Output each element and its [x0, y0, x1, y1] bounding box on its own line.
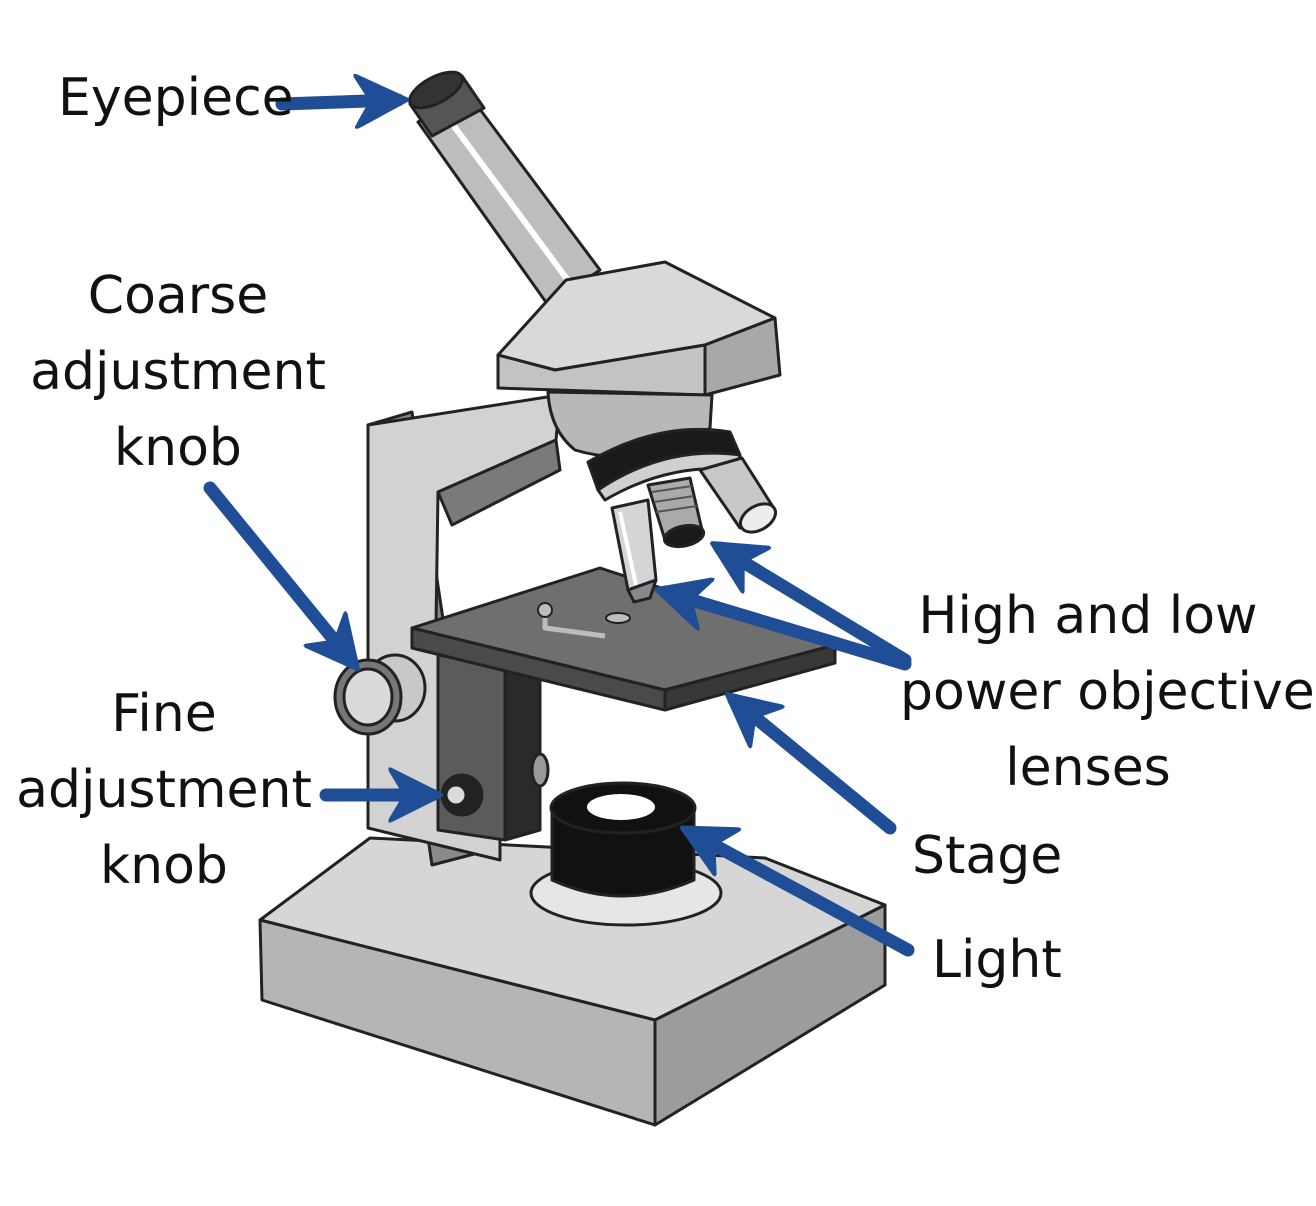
objective-left — [610, 498, 658, 604]
rear-knob — [530, 752, 550, 788]
fine-knob — [440, 773, 484, 817]
stage-label: Stage — [912, 818, 1062, 894]
coarse-label-line-3: knob — [114, 418, 242, 478]
coarse-knob — [333, 653, 427, 736]
stage-arrow — [734, 700, 897, 835]
stage-label-text: Stage — [912, 826, 1063, 886]
microscope-illustration — [258, 70, 887, 1127]
low-objective-arrow — [665, 592, 912, 671]
base-side — [653, 903, 887, 1127]
eyepiece-rim — [408, 70, 464, 110]
stage-hole — [605, 612, 631, 624]
stage-side — [663, 643, 837, 712]
light-source — [529, 781, 723, 927]
light-body — [550, 808, 696, 898]
objectives-label-line-2: power objective — [900, 662, 1315, 722]
fine-label-line-1: Fine — [111, 684, 217, 744]
objectives-label-line-3: lenses — [1005, 738, 1171, 798]
objective-lenses-label: High and low power objective lenses — [900, 578, 1315, 806]
coarse-label-line-1: Coarse — [87, 266, 269, 326]
objective-right — [698, 456, 778, 534]
coarse-knob-arrow — [203, 481, 352, 662]
objectives-label-line-1: High and low — [918, 586, 1258, 646]
eyepiece-arrow — [275, 100, 398, 104]
stage-clip-knob — [537, 602, 553, 618]
light-lens — [587, 794, 655, 820]
arm-brace — [436, 438, 562, 527]
light-label-text: Light — [932, 930, 1062, 990]
light-label: Light — [932, 922, 1062, 998]
light-arrow — [690, 832, 915, 957]
eyepiece-label: Eyepiece — [58, 60, 294, 136]
eyepiece-tube — [408, 70, 602, 307]
base — [258, 836, 887, 1127]
support-side — [503, 658, 542, 842]
high-objective-arrow — [720, 548, 912, 667]
coarse-label-line-2: adjustment — [30, 342, 326, 402]
head-side — [703, 316, 782, 397]
objective-middle — [646, 476, 706, 549]
pointer-arrows — [203, 100, 915, 957]
coarse-adjustment-knob-label: Coarse adjustment knob — [28, 258, 328, 486]
fine-label-line-2: adjustment — [16, 760, 312, 820]
nosepiece — [586, 427, 778, 604]
eyepiece-label-text: Eyepiece — [58, 68, 294, 128]
fine-adjustment-knob-label: Fine adjustment knob — [14, 676, 314, 904]
fine-label-line-3: knob — [100, 836, 228, 896]
tube-highlight — [445, 116, 578, 292]
